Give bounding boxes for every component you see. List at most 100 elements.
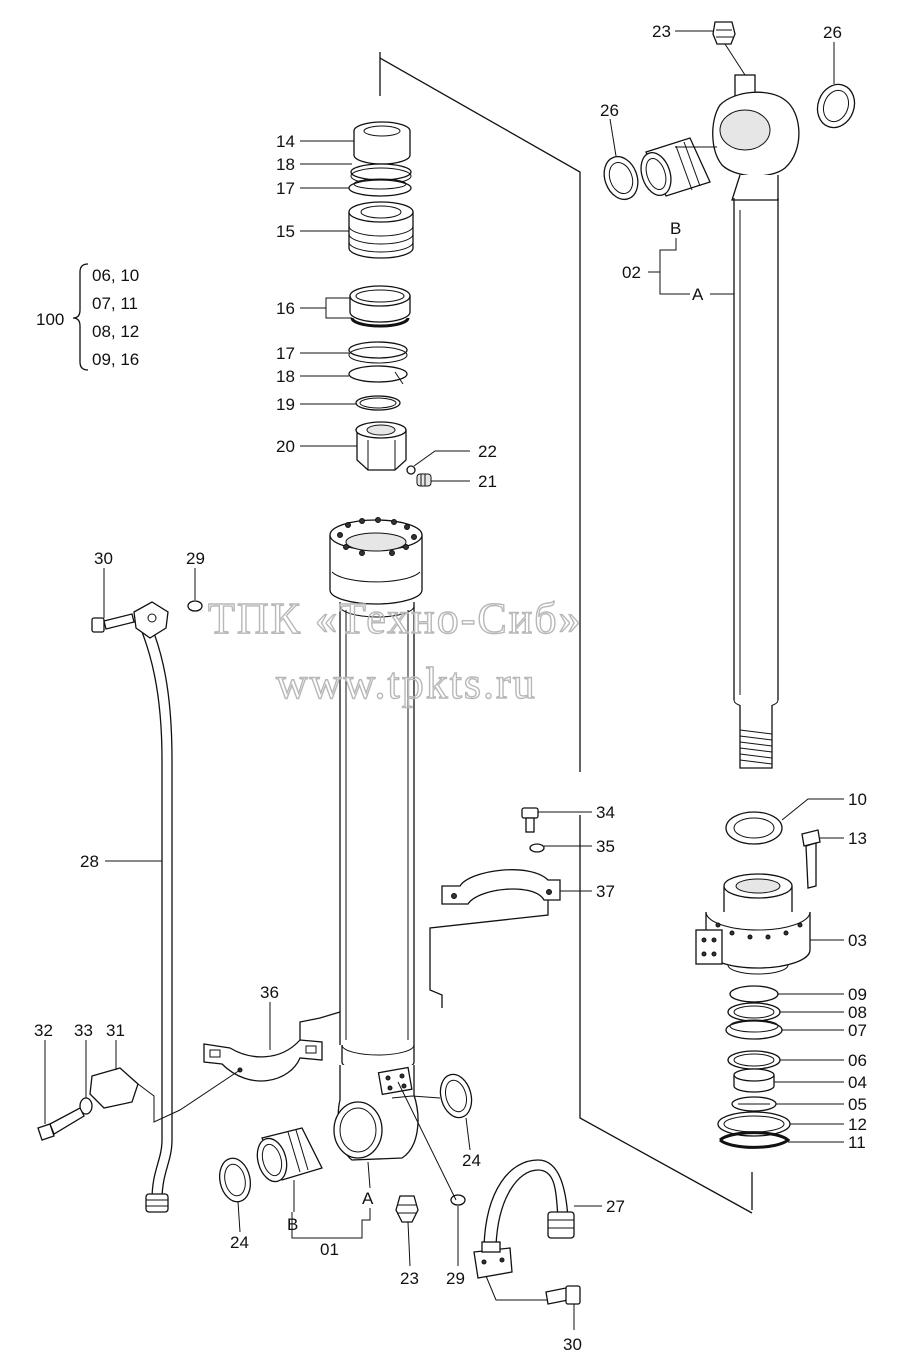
cylinder-tube xyxy=(329,517,423,1161)
part-21-set-screw xyxy=(416,473,432,487)
part-24-ring-left xyxy=(218,1157,252,1203)
callout-numbers: 14 18 17 15 16 17 18 19 20 22 21 23 26 2… xyxy=(34,22,867,1354)
callout-26-right: 26 xyxy=(823,23,842,42)
part-30-bolt-bottom xyxy=(545,1285,581,1305)
label-a-rod: A xyxy=(692,285,704,304)
part-37-clamp xyxy=(429,869,561,1008)
callout-07: 07 xyxy=(848,1021,867,1040)
callout-23-top: 23 xyxy=(652,22,671,41)
callout-22: 22 xyxy=(478,442,497,461)
kit-brace xyxy=(72,263,89,371)
part-17-ring xyxy=(348,178,412,197)
callout-17: 17 xyxy=(276,179,295,198)
callout-13: 13 xyxy=(848,829,867,848)
kit-row-2: 07, 11 xyxy=(92,294,138,313)
part-32-bolt xyxy=(37,1107,85,1141)
callout-16: 16 xyxy=(276,299,295,318)
callout-35: 35 xyxy=(596,837,615,856)
callout-24-left: 24 xyxy=(230,1233,249,1252)
part-30-bolt-top xyxy=(91,613,135,633)
watermark-url: www.tpkts.ru xyxy=(276,659,537,708)
callout-06: 06 xyxy=(848,1051,867,1070)
callout-11: 11 xyxy=(848,1133,866,1152)
part-19-ring xyxy=(355,395,401,411)
part-16-seal xyxy=(349,285,411,328)
part-29-o-ring-top xyxy=(187,600,203,612)
kit-row-4: 09, 16 xyxy=(92,350,139,369)
kit-number: 100 xyxy=(36,310,64,329)
callout-10: 10 xyxy=(848,790,867,809)
part-35-washer xyxy=(529,843,545,853)
part-03-piston xyxy=(695,873,811,975)
callout-26-left: 26 xyxy=(600,101,619,120)
part-04-ring xyxy=(733,1068,775,1093)
part-20-nut xyxy=(355,421,407,471)
callout-33: 33 xyxy=(74,1021,93,1040)
callout-14: 14 xyxy=(276,132,295,151)
callout-30-bottom: 30 xyxy=(563,1335,582,1354)
callout-24-right: 24 xyxy=(462,1151,481,1170)
callout-37: 37 xyxy=(596,882,615,901)
part-24-ring-right xyxy=(439,1073,473,1119)
callout-08: 08 xyxy=(848,1003,867,1022)
callout-12: 12 xyxy=(848,1115,867,1134)
part-07-ring xyxy=(725,1019,783,1040)
callout-05: 05 xyxy=(848,1095,867,1114)
callout-30-top: 30 xyxy=(94,549,113,568)
callout-36: 36 xyxy=(260,983,279,1002)
part-06-ring xyxy=(727,1050,781,1070)
part-23-grease-nipple-top xyxy=(712,21,756,98)
callout-29-bottom: 29 xyxy=(446,1269,465,1288)
part-26-dust-seal-right xyxy=(816,83,856,129)
part-26-dust-seal-left xyxy=(603,155,639,201)
pipe-elbow-top xyxy=(133,601,169,639)
callout-17-lower: 17 xyxy=(276,344,295,363)
rod-seal-stack xyxy=(348,121,432,487)
part-31-block xyxy=(89,1067,139,1109)
callout-29-top: 29 xyxy=(186,549,205,568)
part-23-grease-nipple-bottom xyxy=(395,1195,419,1223)
tube-bushing xyxy=(256,1127,323,1183)
part-10-ring xyxy=(725,811,783,845)
flange-bolt-holes xyxy=(337,517,417,556)
part-15-gland xyxy=(348,201,414,259)
callout-18-lower: 18 xyxy=(276,367,295,386)
callout-34: 34 xyxy=(596,803,615,822)
callout-18: 18 xyxy=(276,155,295,174)
label-a-tube: A xyxy=(362,1189,374,1208)
label-b-rod: B xyxy=(670,219,681,238)
label-tube-group: 01 xyxy=(320,1240,339,1259)
leader-lines xyxy=(44,30,844,1330)
callout-03: 03 xyxy=(848,931,867,950)
rod-eye-bushing xyxy=(640,137,711,197)
part-11-ring xyxy=(719,1131,791,1149)
callout-32: 32 xyxy=(34,1021,53,1040)
callout-27: 27 xyxy=(606,1197,625,1216)
part-08-ring xyxy=(727,1002,781,1022)
part-36-clamp xyxy=(203,1011,341,1082)
kit-row-1: 06, 10 xyxy=(92,266,139,285)
label-rod-group: 02 xyxy=(622,263,641,282)
callout-15: 15 xyxy=(276,222,295,241)
callout-31: 31 xyxy=(106,1021,125,1040)
part-13-bolt xyxy=(801,829,821,889)
callout-04: 04 xyxy=(848,1073,867,1092)
part-05-ring xyxy=(731,1096,777,1112)
callout-21: 21 xyxy=(478,472,497,491)
part-09-ring xyxy=(729,985,779,1003)
label-b-tube: B xyxy=(287,1215,298,1234)
part-28-pipe xyxy=(137,617,173,1213)
part-34-bolt xyxy=(521,807,539,833)
callout-19: 19 xyxy=(276,395,295,414)
part-17-ring-lower xyxy=(348,341,408,364)
part-14-bushing xyxy=(353,121,411,165)
piston-parts xyxy=(695,811,821,1149)
callout-20: 20 xyxy=(276,437,295,456)
callout-28: 28 xyxy=(80,852,99,871)
part-18-ring-lower xyxy=(348,365,408,385)
part-29-o-ring-bottom xyxy=(450,1194,466,1206)
part-27-pipe xyxy=(473,1159,575,1279)
piston-rod xyxy=(712,21,800,769)
